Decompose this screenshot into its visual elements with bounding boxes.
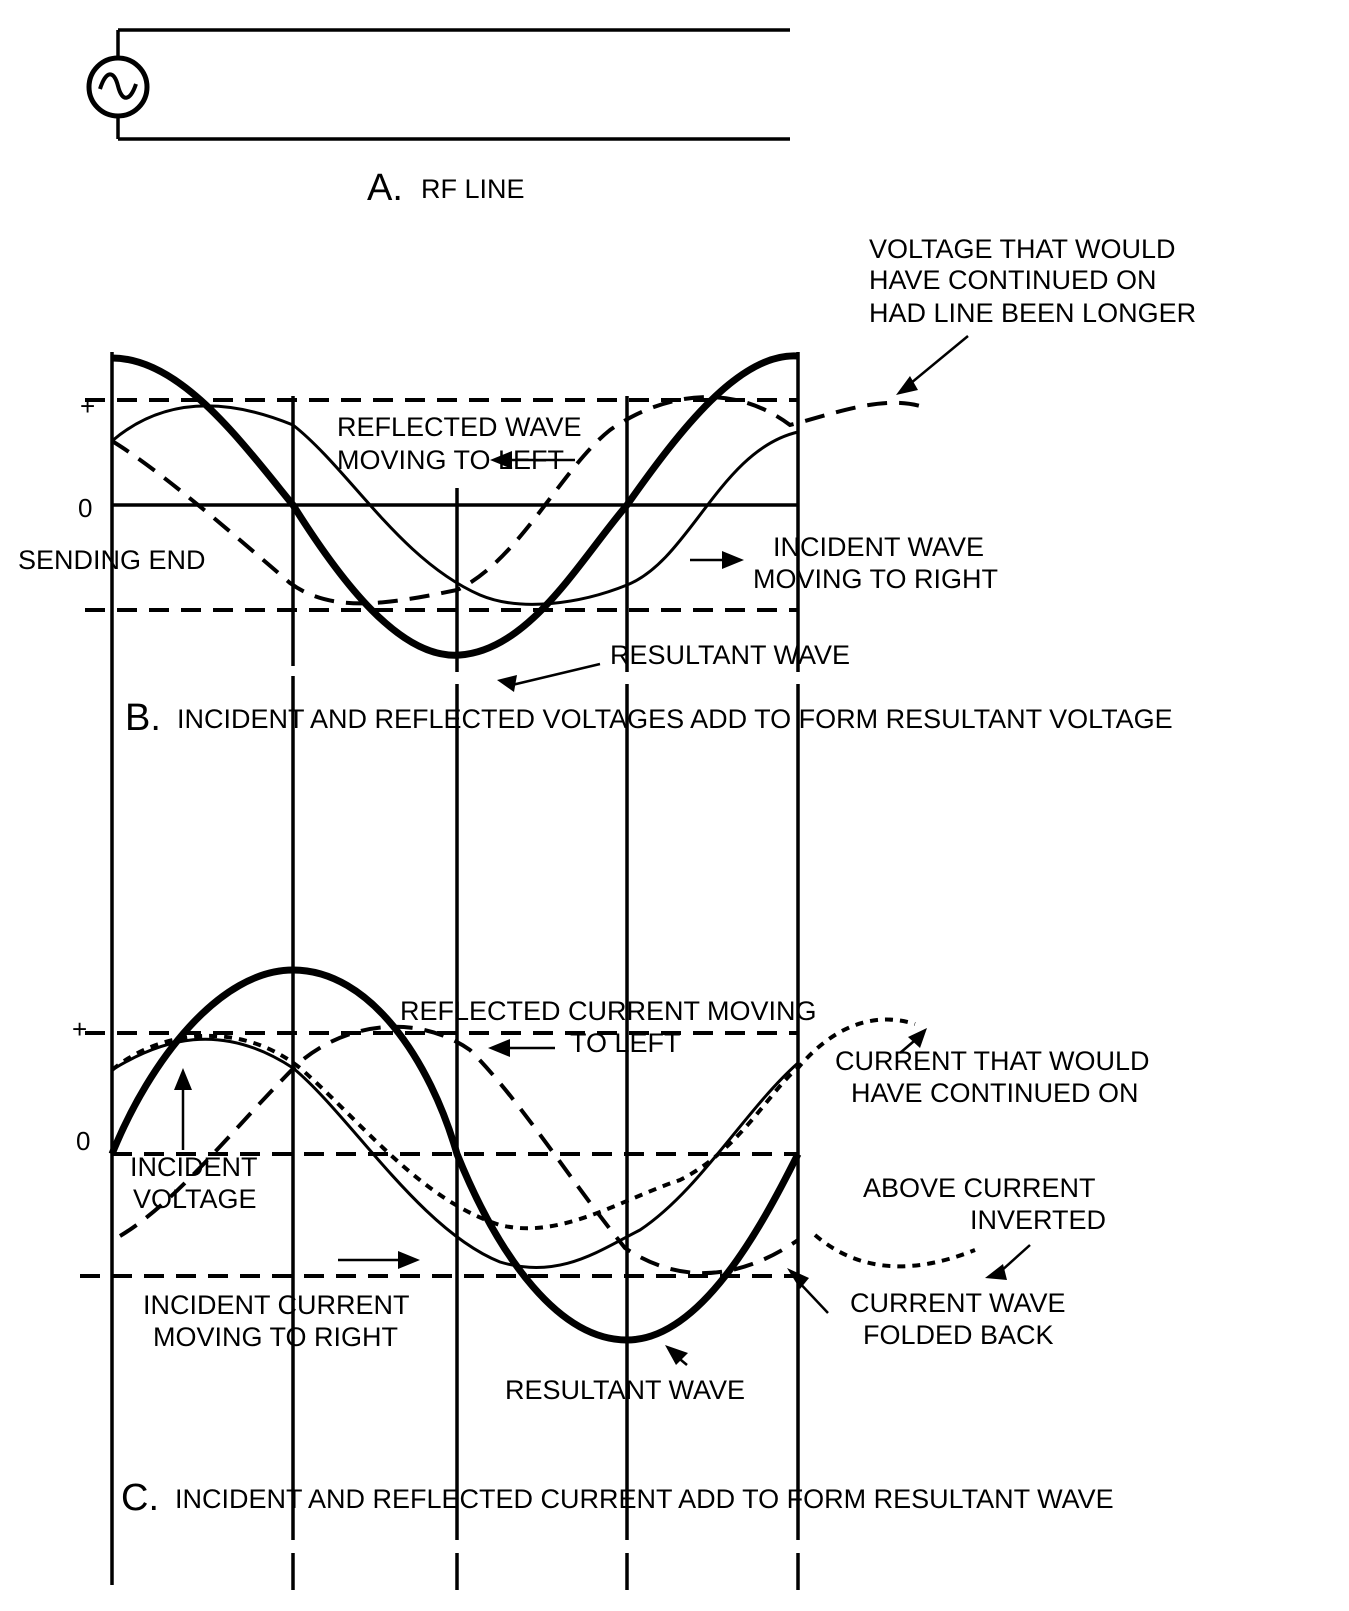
panel-c-caption: INCIDENT AND REFLECTED CURRENT ADD TO FO… (175, 1484, 1114, 1514)
incident-wave-b (111, 404, 799, 606)
above-current-inverted-c (813, 1233, 976, 1269)
incident-voltage-label-2: VOLTAGE (133, 1184, 257, 1214)
incident-wave-label-1: INCIDENT WAVE (773, 532, 984, 562)
above-current-label-1: ABOVE CURRENT (863, 1173, 1096, 1203)
reflected-left-arrow (490, 451, 575, 469)
reflected-wave-label-1: REFLECTED WAVE (337, 412, 582, 442)
panel-c: + 0 REFLECTED CURRENT MOVING TO LEFT CUR… (72, 966, 1150, 1519)
reflected-current-label-2: TO LEFT (570, 1028, 681, 1058)
ac-source-icon (86, 55, 150, 119)
folded-back-label-2: FOLDED BACK (863, 1320, 1054, 1350)
zero-label-b: 0 (78, 493, 92, 523)
resultant-arrow-b (497, 662, 601, 692)
panel-c-caption-letter: C. (121, 1477, 159, 1519)
voltage-continued-label-1: VOLTAGE THAT WOULD (869, 234, 1176, 264)
reflected-wave-b (110, 395, 921, 606)
plus-label-c: + (72, 1014, 87, 1044)
incident-current-right-arrow (338, 1251, 420, 1269)
voltage-continued-label-3: HAD LINE BEEN LONGER (869, 298, 1196, 328)
incident-voltage-arrow (174, 1068, 192, 1150)
current-continued-label-1: CURRENT THAT WOULD (835, 1046, 1150, 1076)
incident-current-c (111, 1037, 799, 1270)
reflected-current-c (118, 1024, 800, 1276)
sending-end-label: SENDING END (18, 545, 206, 575)
voltage-continued-label-2: HAVE CONTINUED ON (869, 265, 1157, 295)
incident-voltage-label-1: INCIDENT (130, 1152, 258, 1182)
resultant-wave-b (111, 352, 799, 659)
incident-current-label-2: MOVING TO RIGHT (153, 1322, 398, 1352)
panel-a-caption: RF LINE (421, 174, 525, 204)
folded-back-arrow (787, 1268, 829, 1314)
voltage-continued-arrow (896, 335, 969, 395)
panel-a: A. RF LINE (86, 28, 790, 209)
plus-label-b: + (80, 391, 95, 421)
incident-right-arrow (690, 551, 744, 569)
reflected-current-left-arrow (488, 1039, 555, 1057)
folded-back-label-1: CURRENT WAVE (850, 1288, 1066, 1318)
vertical-reference-lines (110, 352, 803, 1590)
panel-a-caption-letter: A. (367, 167, 403, 209)
resultant-wave-label-b: RESULTANT WAVE (610, 640, 850, 670)
inverted-current-c (110, 1017, 916, 1231)
current-continued-arrow (899, 1028, 927, 1054)
resultant-wave-c (108, 966, 802, 1344)
resultant-wave-label-c: RESULTANT WAVE (505, 1375, 745, 1405)
panel-b-caption: INCIDENT AND REFLECTED VOLTAGES ADD TO F… (177, 704, 1173, 734)
panel-b-caption-letter: B. (125, 697, 161, 739)
panel-b: + 0 SENDING END VOLTAGE THAT WOULD HAVE … (18, 234, 1196, 739)
current-continued-label-2: HAVE CONTINUED ON (851, 1078, 1139, 1108)
above-current-arrow (985, 1244, 1031, 1280)
resultant-arrow-c (665, 1345, 688, 1366)
above-current-label-2: INVERTED (970, 1205, 1106, 1235)
zero-label-c: 0 (76, 1126, 90, 1156)
incident-wave-label-2: MOVING TO RIGHT (753, 564, 998, 594)
reflected-current-label-1: REFLECTED CURRENT MOVING (400, 996, 817, 1026)
incident-current-label-1: INCIDENT CURRENT (143, 1290, 410, 1320)
